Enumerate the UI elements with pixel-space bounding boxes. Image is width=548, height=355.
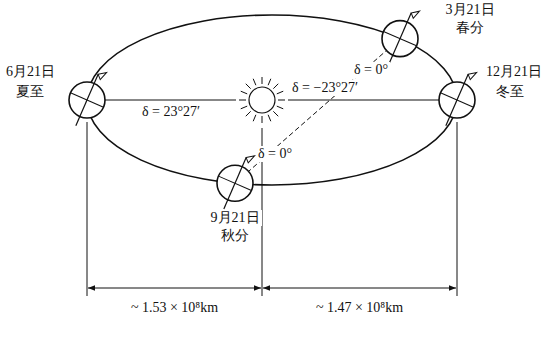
solstice-line (288, 100, 457, 101)
orbit-ellipse (87, 15, 457, 185)
orbit-label: 3月21日 (444, 2, 497, 18)
orbit-label: 秋分 (219, 228, 251, 244)
extension-line (87, 122, 88, 296)
orbit-label: 春分 (454, 20, 486, 36)
orbit-label: 6月21日 (4, 64, 57, 80)
orbit-label: 夏至 (14, 84, 46, 100)
orbit-label: δ = −23°27′ (290, 80, 360, 96)
extension-line (457, 122, 458, 296)
orbit-label: 12月21日 (484, 64, 544, 80)
earth-symbol (372, 1, 429, 71)
dimension-label: ~ 1.53 × 10⁸km (129, 300, 220, 316)
dimension-label: ~ 1.47 × 10⁸km (314, 300, 405, 316)
orbit-label: δ = 0° (256, 146, 294, 162)
sun-symbol (239, 77, 285, 123)
orbit-label: 冬至 (494, 84, 526, 100)
earth-symbol (429, 63, 486, 133)
orbit-label: 9月21日 (209, 210, 262, 226)
dimension-line (88, 288, 261, 289)
solstice-line (87, 100, 236, 101)
orbit-label: δ = 0° (352, 62, 390, 78)
orbit-label: δ = 23°27′ (140, 104, 202, 120)
earth-symbol (59, 63, 116, 133)
dimension-line (263, 288, 456, 289)
equinox-line (235, 39, 400, 184)
